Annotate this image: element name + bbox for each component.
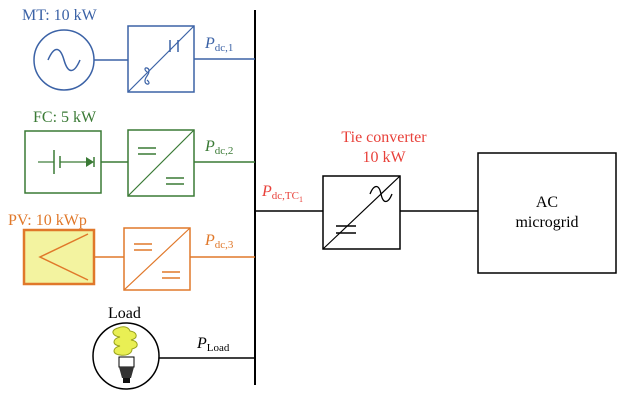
tie-label-line2: 10 kW bbox=[362, 149, 406, 166]
pv-label: PV: 10 kWp bbox=[8, 212, 87, 229]
fc-power-label: Pdc,2 bbox=[204, 138, 233, 157]
mt-power-label: Pdc,1 bbox=[204, 35, 233, 54]
dc-ac-converter-icon bbox=[322, 175, 401, 250]
ac-label-line1: AC bbox=[536, 194, 558, 211]
tie-label-line1: Tie converter bbox=[341, 129, 427, 146]
ac-dc-converter-icon bbox=[127, 25, 195, 93]
battery-diode-icon bbox=[24, 130, 102, 194]
pv-panel-icon bbox=[22, 228, 96, 286]
load-power-label: PLoad bbox=[196, 335, 230, 354]
light-bulb-icon bbox=[92, 322, 160, 390]
tie-power-label: Pdc,TC1 bbox=[261, 183, 303, 204]
dc-dc-converter-icon bbox=[123, 227, 191, 291]
fc-label: FC: 5 kW bbox=[33, 109, 97, 126]
ac-label-line2: microgrid bbox=[515, 214, 578, 231]
ac-microgrid-box bbox=[477, 152, 617, 274]
pv-power-label: Pdc,3 bbox=[204, 232, 234, 251]
ac-source-icon bbox=[33, 29, 95, 91]
load-label: Load bbox=[108, 305, 141, 322]
dc-dc-converter-icon bbox=[127, 129, 195, 197]
mt-label: MT: 10 kW bbox=[22, 7, 98, 24]
